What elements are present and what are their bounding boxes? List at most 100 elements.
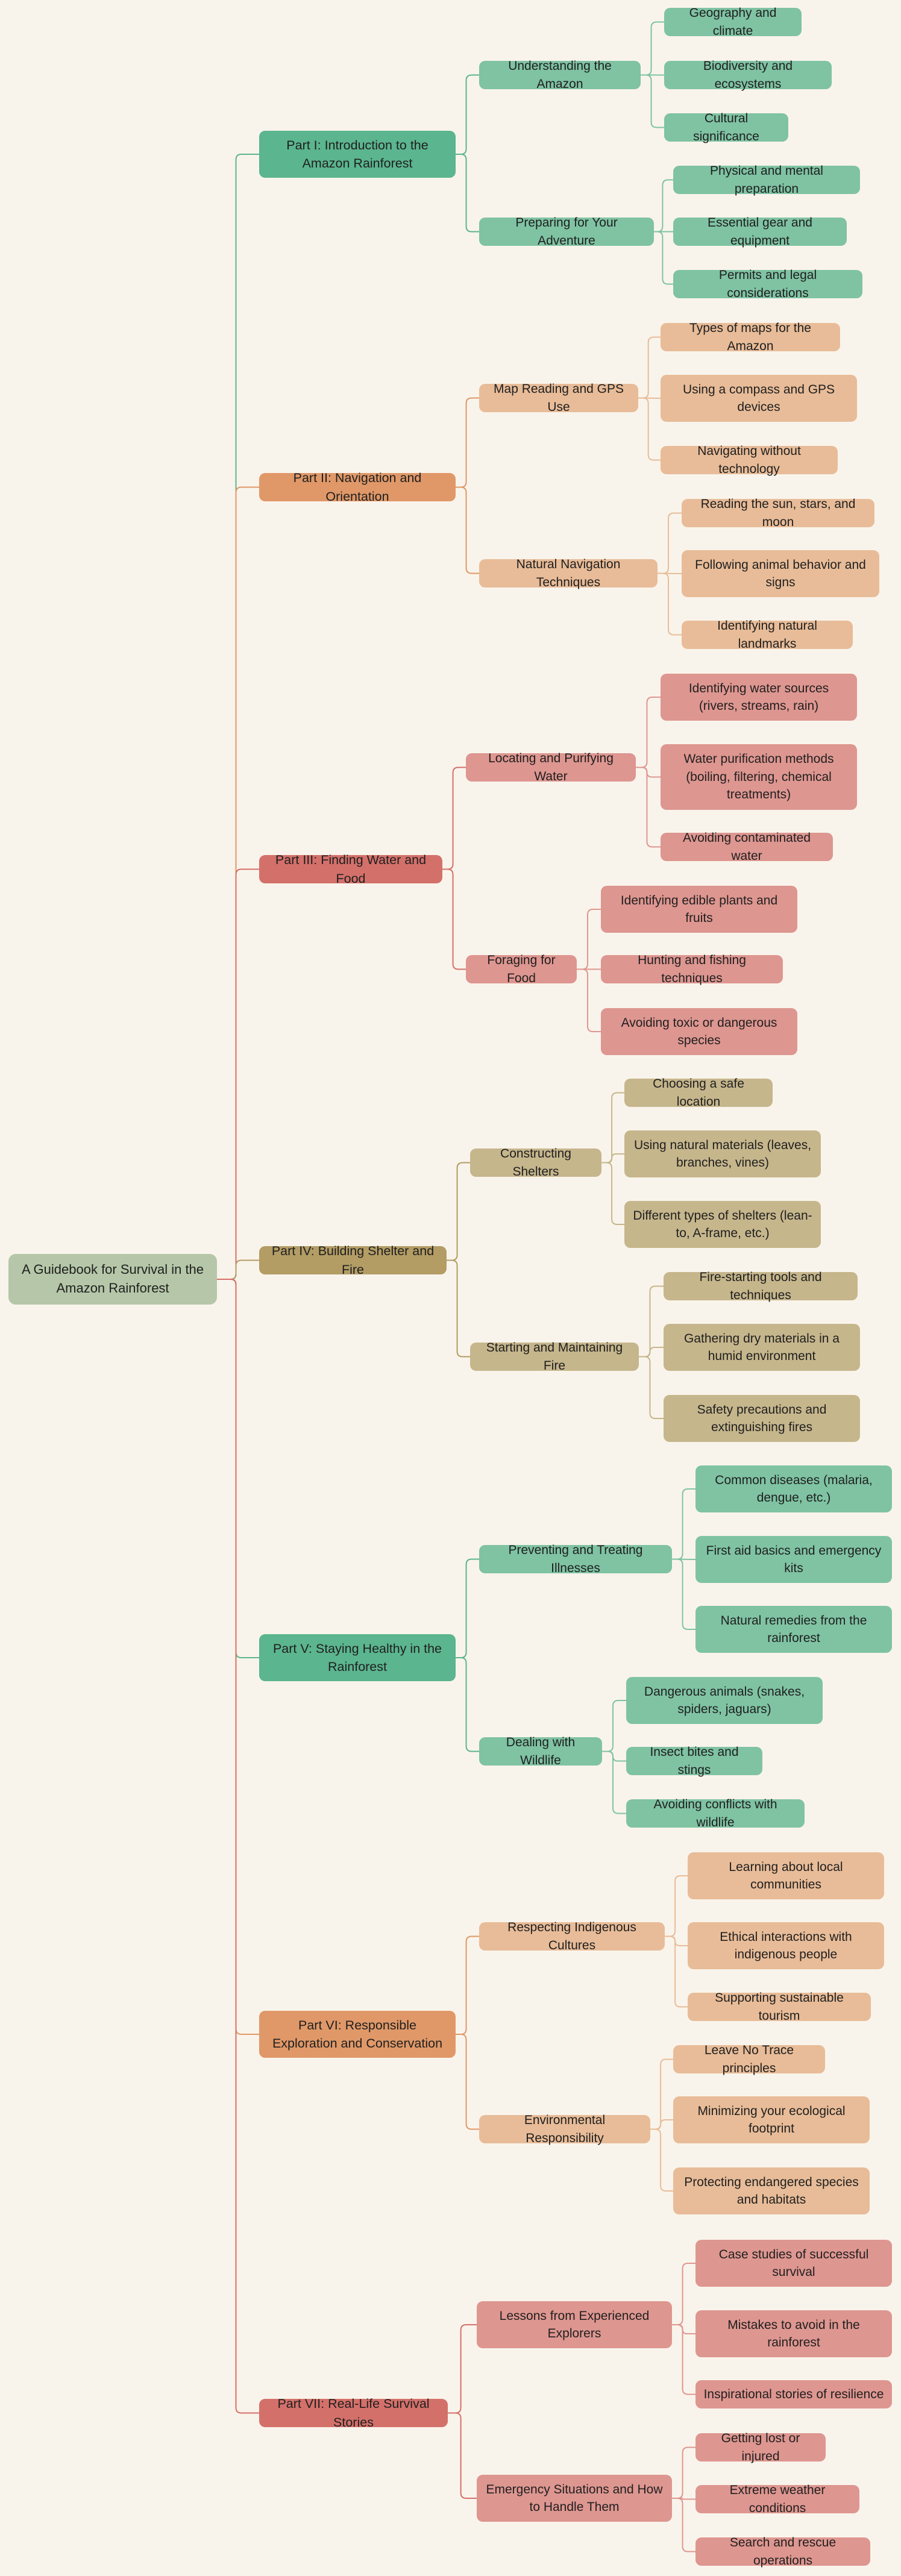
section-node: Constructing Shelters [470, 1147, 601, 1179]
part-to-section-connector [442, 868, 466, 970]
section-to-topic-connector [665, 1935, 688, 2008]
topic-node: Navigating without technology [661, 444, 838, 476]
section-to-topic-connector [650, 2119, 673, 2130]
section-to-topic-connector [601, 1153, 624, 1164]
section-to-topic-connector [665, 1875, 688, 1937]
section-to-topic-connector [665, 1935, 688, 1946]
topic-node: Supporting sustainable tourism [688, 1991, 871, 2023]
topic-node: Extreme weather conditions [695, 2483, 859, 2515]
topic-node: Identifying water sources (rivers, strea… [661, 674, 857, 721]
topic-node: Gathering dry materials in a humid envir… [664, 1324, 860, 1371]
topic-node: Minimizing your ecological footprint [673, 2096, 870, 2143]
section-node: Lessons from Experienced Explorers [477, 2301, 672, 2348]
topic-node: Identifying natural landmarks [682, 619, 853, 651]
part-node: Part VII: Real-Life Survival Stories [259, 2396, 448, 2430]
topic-node: Types of maps for the Amazon [661, 321, 840, 353]
topic-node: Cultural significance [664, 111, 788, 143]
topic-node: Mistakes to avoid in the rainforest [695, 2310, 892, 2357]
part-to-section-connector [447, 1162, 470, 1261]
section-to-topic-connector [672, 2263, 695, 2325]
section-to-topic-connector [672, 1558, 695, 1630]
section-to-topic-connector [650, 2058, 673, 2130]
part-to-section-connector [456, 2034, 479, 2130]
topic-node: Safety precautions and extinguishing fir… [664, 1395, 860, 1442]
part-node: Part V: Staying Healthy in the Rainfores… [259, 1634, 456, 1681]
section-to-topic-connector [672, 2324, 695, 2395]
topic-node: Avoiding toxic or dangerous species [601, 1008, 797, 1055]
section-node: Map Reading and GPS Use [479, 382, 638, 414]
part-to-section-connector [456, 397, 479, 488]
section-to-topic-connector [638, 336, 661, 399]
section-node: Preparing for Your Adventure [479, 216, 654, 248]
topic-node: Common diseases (malaria, dengue, etc.) [695, 1465, 892, 1512]
topic-node: First aid basics and emergency kits [695, 1536, 892, 1583]
section-to-topic-connector [601, 1092, 624, 1164]
topic-node: Essential gear and equipment [673, 216, 847, 248]
topic-node: Hunting and fishing techniques [601, 953, 783, 985]
topic-node: Permits and legal considerations [673, 268, 862, 300]
topic-node: Different types of shelters (lean-to, A-… [624, 1201, 821, 1248]
part-to-section-connector [456, 1558, 479, 1658]
part-to-section-connector [456, 1935, 479, 2035]
part-node: Part IV: Building Shelter and Fire [259, 1244, 447, 1277]
topic-node: Insect bites and stings [626, 1745, 762, 1777]
topic-node: Avoiding contaminated water [661, 831, 833, 863]
root-to-part-connector [217, 154, 259, 1280]
root-node: A Guidebook for Survival in the Amazon R… [8, 1254, 217, 1305]
topic-node: Leave No Trace principles [673, 2043, 825, 2075]
part-to-section-connector [442, 766, 466, 870]
topic-node: Following animal behavior and signs [682, 550, 879, 597]
topic-node: Case studies of successful survival [695, 2240, 892, 2287]
root-to-part-connector [217, 868, 259, 1280]
section-to-topic-connector [672, 2498, 695, 2500]
section-node: Understanding the Amazon [479, 59, 641, 91]
root-to-part-connector [217, 1279, 259, 2414]
part-node: Part III: Finding Water and Food [259, 853, 442, 886]
part-to-section-connector [447, 1259, 470, 1358]
section-to-topic-connector [672, 2498, 695, 2552]
topic-node: Ethical interactions with indigenous peo… [688, 1922, 884, 1969]
topic-node: Getting lost or injured [695, 2431, 826, 2463]
topic-node: Avoiding conflicts with wildlife [626, 1797, 805, 1829]
section-node: Environmental Responsibility [479, 2113, 650, 2145]
topic-node: Protecting endangered species and habita… [673, 2167, 870, 2214]
section-to-topic-connector [639, 1356, 664, 1419]
section-to-topic-connector [602, 1750, 626, 1762]
section-node: Starting and Maintaining Fire [470, 1341, 639, 1373]
section-node: Dealing with Wildlife [479, 1735, 602, 1767]
section-to-topic-connector [641, 74, 664, 128]
root-to-part-connector [217, 1259, 259, 1280]
section-to-topic-connector [577, 968, 601, 1032]
topic-node: Choosing a safe location [624, 1077, 773, 1109]
section-node: Respecting Indigenous Cultures [479, 1920, 665, 1952]
topic-node: Reading the sun, stars, and moon [682, 497, 874, 529]
topic-node: Search and rescue operations [695, 2536, 870, 2568]
section-to-topic-connector [672, 2324, 695, 2334]
section-to-topic-connector [638, 397, 661, 461]
part-node: Part II: Navigation and Orientation [259, 471, 456, 504]
section-to-topic-connector [658, 572, 682, 636]
part-to-section-connector [448, 2324, 477, 2414]
section-node: Locating and Purifying Water [466, 751, 636, 783]
topic-node: Natural remedies from the rainforest [695, 1606, 892, 1653]
section-to-topic-connector [639, 1347, 664, 1358]
section-to-topic-connector [641, 21, 664, 76]
part-to-section-connector [456, 1657, 479, 1752]
topic-node: Inspirational stories of resilience [695, 2380, 892, 2408]
topic-node: Using natural materials (leaves, branche… [624, 1130, 821, 1177]
section-node: Natural Navigation Techniques [479, 557, 658, 589]
part-to-section-connector [456, 486, 479, 574]
section-to-topic-connector [654, 231, 673, 285]
topic-node: Dangerous animals (snakes, spiders, jagu… [626, 1677, 823, 1724]
section-to-topic-connector [658, 512, 682, 574]
topic-node: Using a compass and GPS devices [661, 375, 857, 422]
section-to-topic-connector [601, 1162, 624, 1225]
section-to-topic-connector [650, 2128, 673, 2192]
part-node: Part VI: Responsible Exploration and Con… [259, 2011, 456, 2058]
section-to-topic-connector [636, 766, 661, 778]
section-node: Foraging for Food [466, 953, 577, 985]
part-to-section-connector [456, 74, 479, 155]
part-to-section-connector [456, 154, 479, 233]
